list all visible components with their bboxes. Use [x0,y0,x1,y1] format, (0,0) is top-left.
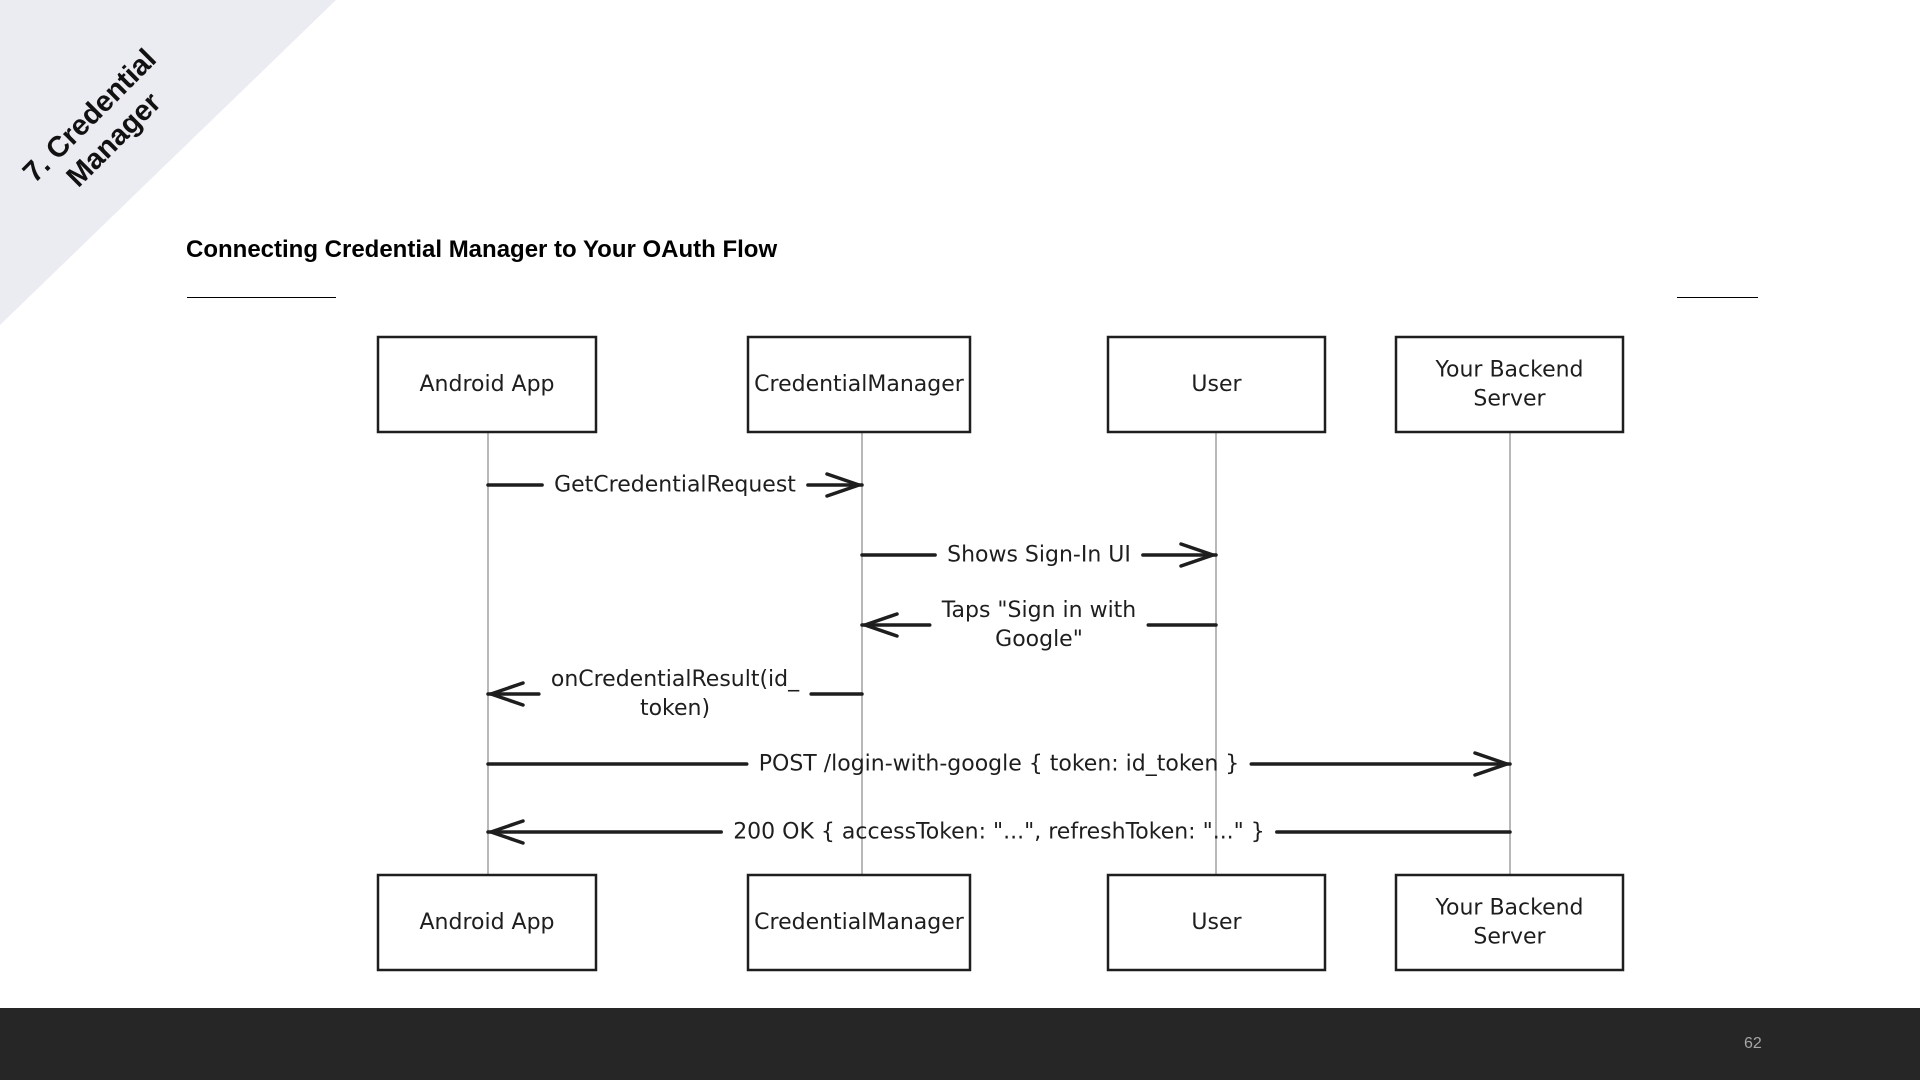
title-rule-left [187,297,336,298]
arrowhead-icon [1473,751,1509,777]
arrowhead-icon [1179,542,1215,568]
participant-box-frame [1394,873,1625,972]
message-label: onCredentialResult(id_ [551,667,800,692]
message-6: 200 OK { accessToken: "...", refreshToke… [486,819,1512,845]
participant-label: CredentialManager [754,910,965,935]
participant-box-bottom-1: Android App [376,873,598,972]
message-label: GetCredentialRequest [554,473,796,498]
section-ribbon: 7. Credential Manager [0,0,340,330]
participant-box-bottom-3: User [1106,873,1327,972]
participant-box-frame [746,335,972,434]
slide-title: Connecting Credential Manager to Your OA… [186,236,778,263]
message-5: POST /login-with-google { token: id_toke… [486,751,1512,777]
message-label: Shows Sign-In UI [947,543,1131,568]
participant-label: Android App [419,372,554,397]
message-2: Shows Sign-In UI [860,542,1218,568]
message-4: onCredentialResult(id_ token) [486,667,864,721]
participant-box-top-2: CredentialManager [746,335,972,434]
participant-label: User [1191,910,1242,935]
message-label: Taps "Sign in with [941,598,1137,623]
participant-label: User [1191,372,1242,397]
message-1: GetCredentialRequest [486,472,864,498]
participant-box-top-1: Android App [376,335,598,434]
participant-box-frame [746,873,972,972]
participant-label: Your Backend [1434,896,1583,921]
participant-box-frame [1394,335,1625,434]
participant-label: CredentialManager [754,372,965,397]
participant-box-frame [376,873,598,972]
page-number: 62 [1744,1035,1762,1052]
footer-bar: 62 [0,1008,1920,1080]
section-ribbon-shape [0,0,336,325]
arrowhead-icon [863,612,899,638]
message-label: Google" [995,627,1083,652]
arrowhead-icon [489,681,525,707]
participant-box-frame [1106,873,1327,972]
arrowhead-icon [489,819,525,845]
participant-box-top-3: User [1106,335,1327,434]
arrowhead-icon [825,472,861,498]
participant-box-bottom-2: CredentialManager [746,873,972,972]
participant-label: Android App [419,910,554,935]
title-rule-right [1677,297,1758,298]
participant-label: Your Backend [1434,358,1583,383]
participant-box-frame [1106,335,1327,434]
participant-label: Server [1473,925,1546,950]
message-label: POST /login-with-google { token: id_toke… [759,752,1240,777]
participant-label: Server [1473,387,1546,412]
message-label: token) [640,696,710,721]
participant-box-frame [376,335,598,434]
message-label: 200 OK { accessToken: "...", refreshToke… [733,820,1265,845]
